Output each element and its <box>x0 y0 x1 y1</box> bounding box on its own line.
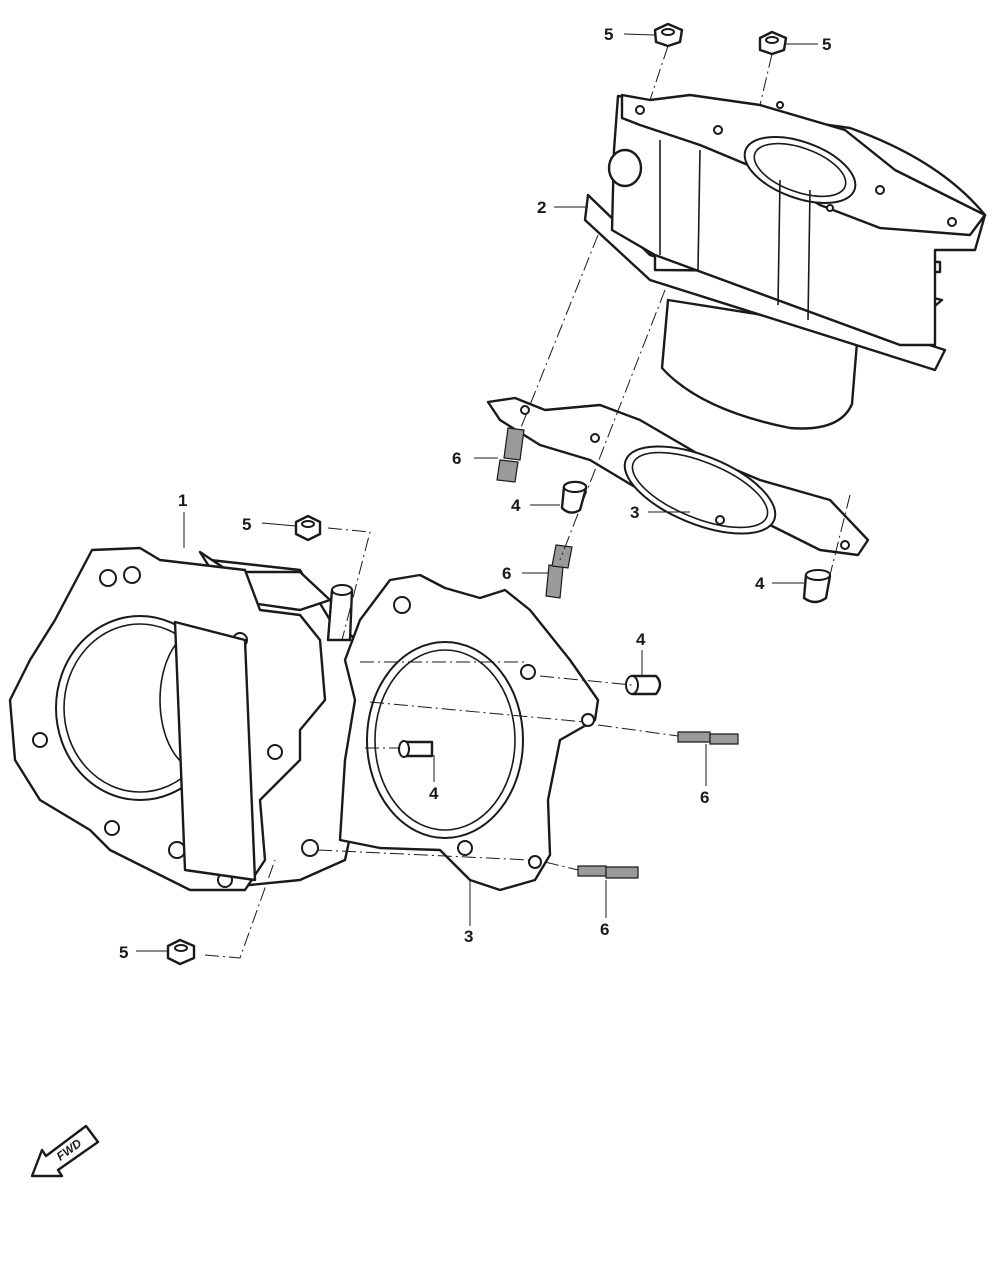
dowel-4b <box>802 569 832 604</box>
dowel-4c <box>398 740 434 758</box>
callout-4: 4 <box>755 574 765 593</box>
stud-6d <box>577 865 639 879</box>
callout-6: 6 <box>700 788 709 807</box>
callout-2: 2 <box>537 198 546 217</box>
gasket-lower <box>338 573 600 892</box>
callout-6: 6 <box>600 920 609 939</box>
callout-1: 1 <box>178 491 187 510</box>
nut-5c <box>294 514 322 542</box>
callout-5: 5 <box>604 25 613 44</box>
stud-6a <box>496 427 525 483</box>
callout-4: 4 <box>511 496 521 515</box>
callout-5: 5 <box>119 943 128 962</box>
stud-6b <box>545 544 573 599</box>
fwd-direction-arrow: FWD <box>30 1124 100 1178</box>
nut-5a <box>653 22 684 48</box>
callout-4: 4 <box>636 630 646 649</box>
cylinder-upper <box>583 93 987 430</box>
dowel-4a <box>560 480 588 514</box>
callout-3: 3 <box>464 927 473 946</box>
callout-6: 6 <box>502 564 511 583</box>
callout-4: 4 <box>429 784 439 803</box>
dowel-4d <box>625 674 662 696</box>
gasket-upper <box>486 396 870 557</box>
stud-6c <box>677 731 739 745</box>
callout-6: 6 <box>452 449 461 468</box>
callout-5: 5 <box>822 35 831 54</box>
nut-5d <box>166 938 196 966</box>
nut-5b <box>758 30 788 56</box>
callout-3: 3 <box>630 503 639 522</box>
callout-5: 5 <box>242 515 251 534</box>
